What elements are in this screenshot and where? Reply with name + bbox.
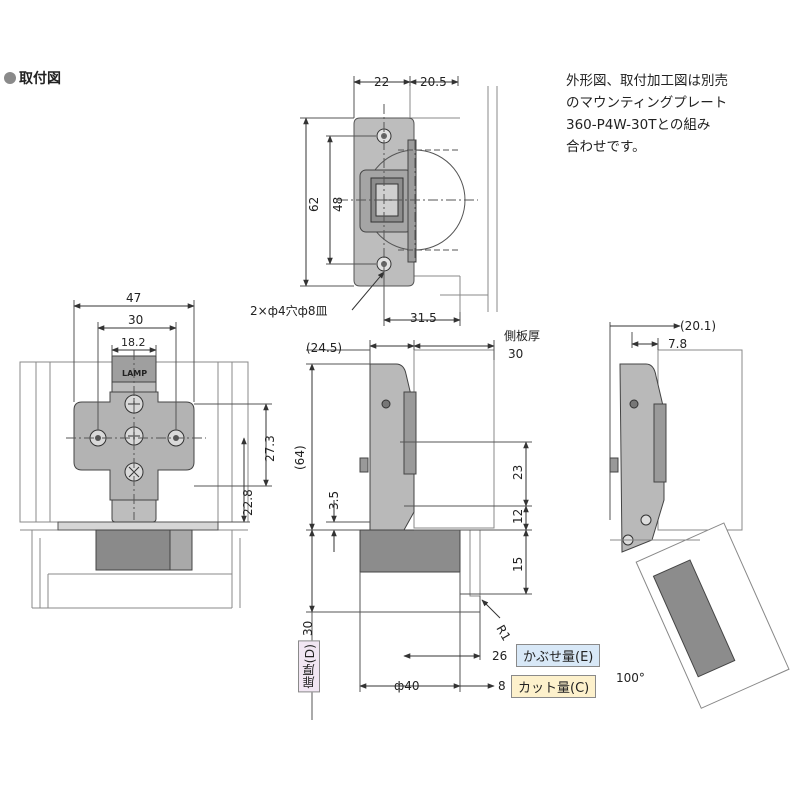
door-thickness-label: 扉厚(D) xyxy=(298,640,320,693)
dim-open-20-1: (20.1) xyxy=(680,319,716,333)
dim-top-62: 62 xyxy=(307,197,321,212)
overlay-label: かぶせ量(E) xyxy=(516,644,601,667)
note-line-4: 合わせです。 xyxy=(566,139,646,155)
cut-label: カット量(C) xyxy=(511,675,597,698)
dim-side-64: (64) xyxy=(293,445,307,470)
side-view xyxy=(306,340,532,720)
note-line-1: 外形図、取付加工図は別売 xyxy=(566,73,728,89)
dim-side-8: 8 xyxy=(498,679,506,693)
dim-side-23: 23 xyxy=(511,465,525,480)
dim-open-angle: 100° xyxy=(616,671,645,685)
dim-front-18-2: 18.2 xyxy=(121,336,146,349)
dim-top-holes: 2×ф4穴ф8皿 xyxy=(250,303,327,318)
top-view xyxy=(300,76,498,326)
dim-front-22-8: 22.8 xyxy=(241,489,255,516)
dim-top-31-5: 31.5 xyxy=(410,311,437,325)
dim-front-30: 30 xyxy=(128,313,143,327)
dim-front-47: 47 xyxy=(126,291,141,305)
heading-text: 取付図 xyxy=(19,71,61,87)
bullet-icon xyxy=(4,72,16,84)
dim-side-panel-30: 30 xyxy=(508,347,523,361)
dim-top-22: 22 xyxy=(374,75,389,89)
dim-side-26: 26 xyxy=(492,649,507,663)
dim-side-r1: R1 xyxy=(493,623,513,644)
logo-text: LAMP xyxy=(122,369,147,378)
side-cup xyxy=(359,529,461,573)
side-arm xyxy=(369,363,415,531)
dim-side-panel-label: 側板厚 xyxy=(504,329,540,343)
note-line-2: のマウンティングプレート xyxy=(566,95,728,111)
dim-side-3-5: 3.5 xyxy=(327,491,341,510)
note-line-3: 360-P4W-30Tとの組み xyxy=(566,117,711,133)
dim-side-phi40: ф40 xyxy=(394,679,420,693)
dim-top-48: 48 xyxy=(331,197,345,212)
note: 外形図、取付加工図は別売 のマウンティングプレート 360-P4W-30Tとの組… xyxy=(566,70,786,158)
dim-front-27-3: 27.3 xyxy=(263,435,277,462)
dim-side-12: 12 xyxy=(511,509,525,524)
dim-side-24-5: (24.5) xyxy=(306,341,342,355)
open-cup xyxy=(652,559,736,678)
front-view xyxy=(19,300,272,609)
open-view xyxy=(609,322,790,709)
dim-side-15: 15 xyxy=(511,557,525,572)
dim-top-20-5: 20.5 xyxy=(420,75,447,89)
dim-side-30: 30 xyxy=(301,621,315,636)
dim-open-7-8: 7.8 xyxy=(668,337,687,351)
heading: 取付図 xyxy=(4,68,61,88)
open-arm xyxy=(619,363,665,553)
